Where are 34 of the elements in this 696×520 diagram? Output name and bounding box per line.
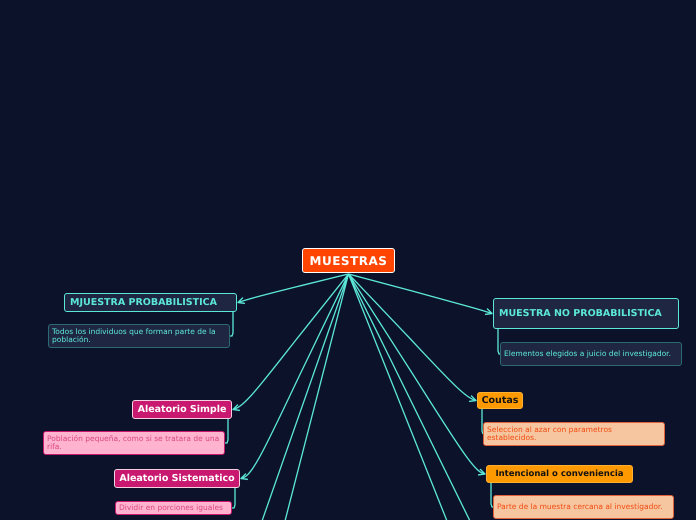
connector-line (232, 274, 349, 412)
note-box (500, 342, 682, 366)
note-box (115, 501, 232, 515)
subtopic-box (114, 469, 240, 488)
root-topic-box (302, 248, 395, 273)
note-box (483, 422, 665, 446)
connector-line (497, 329, 500, 355)
connector-line (225, 419, 229, 444)
note-box (43, 431, 225, 455)
connector-line (261, 274, 350, 520)
connector-line (490, 483, 494, 508)
topic-text: Intencional o conveniencia (495, 469, 624, 479)
note-box (493, 495, 674, 519)
connector-line (348, 273, 493, 316)
subtopic-box (132, 400, 232, 419)
connector-line (232, 488, 236, 509)
topic-text: MJUESTRA PROBABILISTICA (70, 296, 217, 308)
topic-text: Coutas (482, 395, 518, 406)
connector-line (348, 274, 448, 520)
topic-box (64, 293, 237, 312)
connector-line (348, 274, 471, 520)
topic-text: MUESTRA NO PROBABILISTICA (499, 308, 662, 320)
connector-line (237, 273, 349, 304)
topic-text: Aleatorio Sistematico (119, 473, 235, 484)
connector-line (481, 409, 484, 435)
topic-text: Aleatorio Simple (138, 404, 226, 415)
connector-line (284, 274, 350, 520)
connector-line (348, 274, 477, 402)
subtopic-box (486, 465, 633, 483)
connector-line (230, 312, 234, 337)
note-box (48, 324, 230, 348)
topic-text: MUESTRAS (310, 254, 388, 268)
subtopic-box (477, 392, 523, 409)
topic-box (493, 298, 679, 329)
